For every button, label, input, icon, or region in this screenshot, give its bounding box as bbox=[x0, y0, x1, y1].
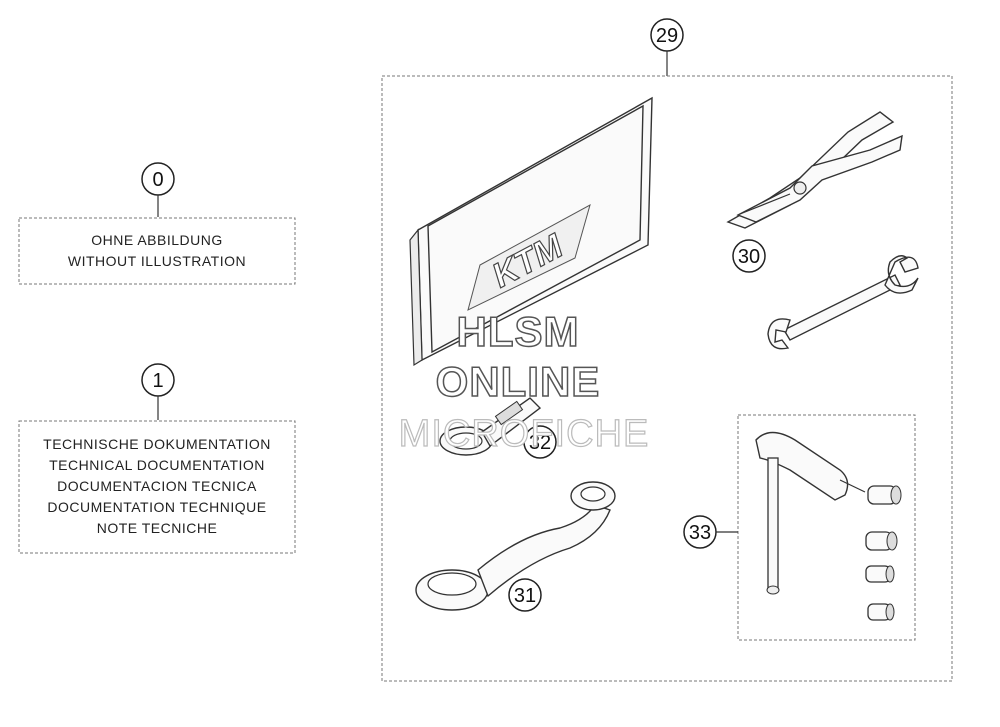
callout-32[interactable]: 32 bbox=[523, 425, 557, 459]
callout-30-label: 30 bbox=[738, 246, 760, 268]
callout-1[interactable]: 1 bbox=[141, 363, 175, 397]
ring-spanner-small-illustration bbox=[439, 397, 542, 456]
callout-33-label: 33 bbox=[689, 522, 711, 544]
without-illustration-box bbox=[18, 217, 296, 285]
callout-32-label: 32 bbox=[529, 432, 551, 454]
tech-doc-line-2: TECHNICAL DOCUMENTATION bbox=[49, 457, 265, 473]
watermark-line-2: ONLINE bbox=[436, 358, 601, 405]
without-illustration-line-2: WITHOUT ILLUSTRATION bbox=[68, 253, 246, 269]
callout-0-label: 0 bbox=[152, 169, 163, 191]
callout-29-label: 29 bbox=[656, 25, 678, 47]
callout-29[interactable]: 29 bbox=[650, 18, 684, 52]
owners-manual-illustration: KTM bbox=[409, 96, 653, 367]
watermark-line-1: HLSM bbox=[457, 308, 580, 355]
tech-doc-line-5: NOTE TECNICHE bbox=[97, 520, 218, 536]
socket-set-frame bbox=[737, 414, 916, 641]
callout-30[interactable]: 30 bbox=[732, 239, 766, 273]
t-handle-driver-illustration bbox=[755, 431, 866, 595]
ring-spanner-large-illustration bbox=[415, 481, 616, 611]
callout-31-label: 31 bbox=[514, 585, 536, 607]
sockets-illustration bbox=[865, 485, 902, 621]
callout-31[interactable]: 31 bbox=[508, 578, 542, 612]
callout-33[interactable]: 33 bbox=[683, 515, 717, 549]
technical-documentation-box bbox=[18, 420, 296, 554]
pliers-illustration bbox=[726, 111, 903, 229]
tech-doc-line-3: DOCUMENTACION TECNICA bbox=[57, 478, 257, 494]
tool-kit-frame bbox=[381, 75, 953, 682]
callout-0[interactable]: 0 bbox=[141, 162, 175, 196]
tech-doc-line-1: TECHNISCHE DOKUMENTATION bbox=[43, 436, 271, 452]
tech-doc-line-4: DOCUMENTATION TECHNIQUE bbox=[47, 499, 266, 515]
open-end-wrench-illustration bbox=[767, 255, 919, 350]
without-illustration-line-1: OHNE ABBILDUNG bbox=[91, 232, 222, 248]
watermark-line-3: MICROFICHE bbox=[399, 413, 650, 455]
callout-1-label: 1 bbox=[152, 370, 163, 392]
